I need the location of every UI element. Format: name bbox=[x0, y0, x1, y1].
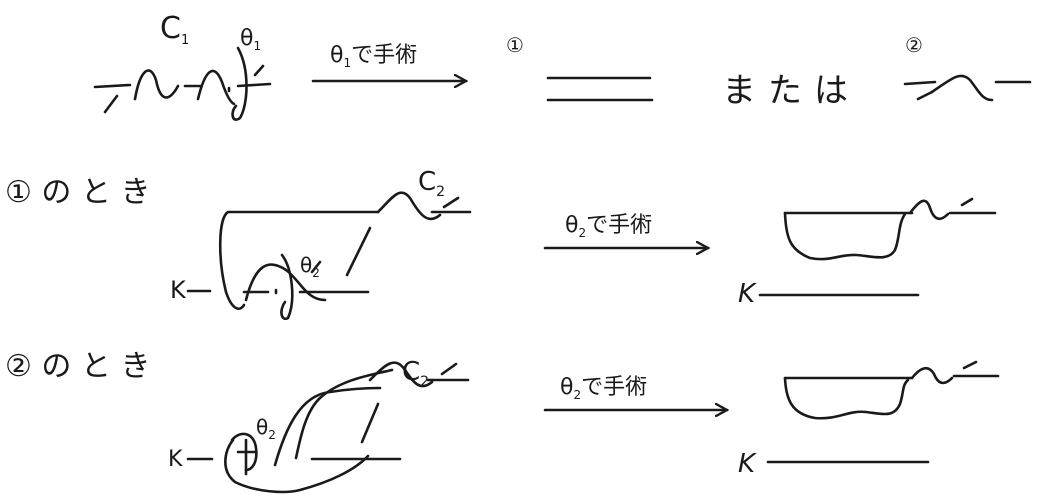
row2-case-label: ① の と き bbox=[5, 175, 151, 210]
row2-arrow: θ2で手術 bbox=[543, 213, 708, 248]
or-text: または bbox=[722, 71, 860, 111]
row3-c2-tick bbox=[440, 362, 458, 376]
case2-result-curve bbox=[903, 74, 1032, 102]
row3-result bbox=[766, 360, 1000, 464]
row3-case-label: ② の と き bbox=[5, 349, 151, 384]
row2-theta-tick bbox=[310, 260, 322, 274]
row3-theta-stroke bbox=[236, 438, 258, 476]
c1-label: C1 bbox=[160, 11, 189, 48]
row2-k-label: K bbox=[170, 276, 187, 304]
c1-wave-1 bbox=[133, 69, 180, 101]
theta2-circle-row3 bbox=[230, 432, 258, 472]
row3-c2-label: C2 bbox=[402, 357, 429, 390]
row2-result bbox=[758, 197, 997, 297]
row2-diagonal bbox=[345, 226, 372, 277]
row2-c2-label: C2 bbox=[418, 167, 445, 200]
case2-wave bbox=[930, 74, 994, 102]
row3-diagonal bbox=[360, 402, 380, 444]
row3-over-arc bbox=[294, 368, 394, 460]
row2-theta2-label: θ2 bbox=[300, 253, 320, 280]
case1-result-lines bbox=[546, 76, 654, 102]
case2-tick bbox=[916, 90, 934, 101]
theta1-tick bbox=[253, 64, 265, 77]
row1-arrow: θ1で手術 bbox=[311, 43, 466, 81]
row3-lower-loop bbox=[224, 438, 370, 494]
row2-frame bbox=[218, 210, 380, 311]
row3-result-bowl bbox=[783, 376, 910, 420]
theta2-circle bbox=[280, 253, 294, 321]
case2-line-left bbox=[903, 80, 937, 86]
row3-knot bbox=[186, 361, 470, 494]
row3-arrow-label: θ2で手術 bbox=[560, 375, 647, 402]
row3-result-k-label: K bbox=[738, 449, 757, 479]
c1-crossing-tick bbox=[103, 94, 119, 114]
c1-base-line-left bbox=[93, 83, 132, 89]
row2-result-bowl bbox=[783, 211, 907, 261]
row1-arrow-label: θ1で手術 bbox=[330, 43, 417, 70]
row3-k-label: K bbox=[168, 447, 183, 472]
row2-result-wave bbox=[908, 199, 950, 221]
row2-result-tick bbox=[960, 197, 974, 207]
row2-result-k-label: K bbox=[738, 279, 757, 309]
row3-theta2-label: θ2 bbox=[256, 415, 276, 442]
theta1-label: θ1 bbox=[240, 26, 261, 53]
case1-mark: ① bbox=[506, 33, 524, 57]
row2-wave-under bbox=[244, 263, 327, 302]
theta1-circle bbox=[231, 46, 248, 121]
c1-wave-2 bbox=[196, 69, 236, 106]
row2-knot bbox=[186, 191, 472, 321]
c1-base-line-right bbox=[236, 82, 272, 88]
row3-result-wave bbox=[910, 366, 954, 385]
row1-knot-c1 bbox=[93, 46, 272, 121]
case2-mark: ② bbox=[905, 33, 923, 57]
row3-inner-curve bbox=[273, 386, 382, 467]
row3-arrow: θ2で手術 bbox=[543, 375, 727, 410]
row2-c2-wave bbox=[376, 191, 442, 221]
row3-c2-wave bbox=[368, 361, 434, 388]
row3-result-tick bbox=[962, 360, 978, 370]
row2-c2-tick bbox=[442, 196, 460, 209]
row2-arrow-label: θ2で手術 bbox=[565, 213, 652, 240]
